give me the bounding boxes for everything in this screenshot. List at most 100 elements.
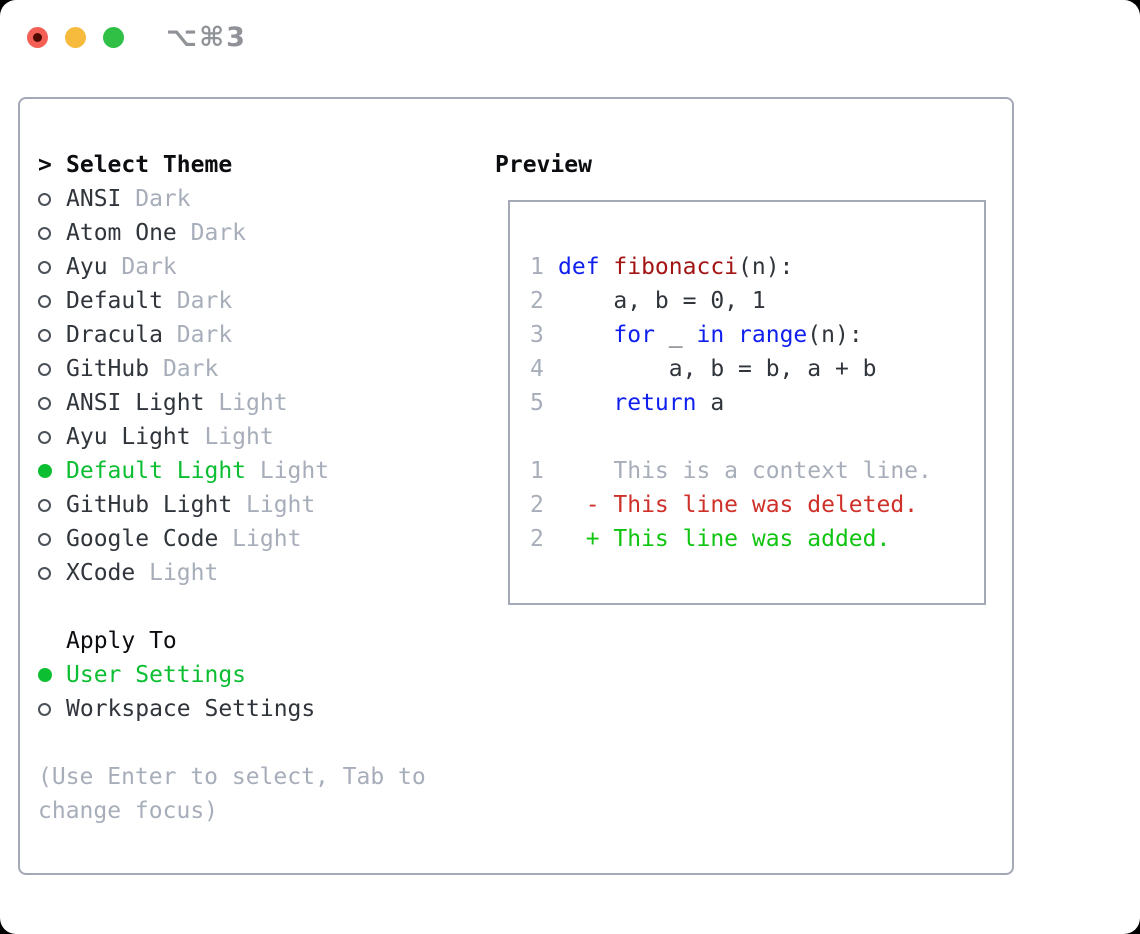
preview-code-line: 2 a, b = 0, 1 — [530, 284, 984, 318]
line-number: 3 — [530, 322, 544, 348]
theme-option-name: XCode — [66, 560, 136, 586]
code-token-fg: a — [696, 390, 725, 416]
radio-unselected-icon — [38, 386, 66, 420]
theme-option-variant: Light — [135, 560, 219, 586]
code-token-del: - This line was deleted. — [558, 492, 919, 518]
preview-code-line: 2 - This line was deleted. — [530, 488, 984, 522]
theme-option-name: GitHub — [66, 356, 150, 382]
line-number: 4 — [530, 356, 544, 382]
code-token-muted: This is a context line. — [558, 458, 932, 484]
radio-unselected-icon — [38, 318, 66, 352]
code-token-fg — [724, 318, 738, 352]
theme-list-header-row: > Select Theme — [38, 148, 426, 182]
zoom-button[interactable] — [103, 27, 124, 48]
preview-code-line: 3 for _ in range(n): — [530, 318, 984, 352]
selection-prompt-icon: > — [38, 152, 52, 178]
line-number: 2 — [530, 288, 544, 314]
preview-blank-line — [530, 420, 984, 454]
help-text: (Use Enter to select, Tab to — [38, 764, 426, 790]
theme-option-name: Ayu Light — [66, 424, 191, 450]
theme-option-dracula[interactable]: Dracula Dark — [38, 318, 426, 352]
radio-unselected-icon — [38, 182, 66, 216]
theme-option-ansi-light[interactable]: ANSI Light Light — [38, 386, 426, 420]
theme-option-name: Dracula — [66, 322, 163, 348]
preview-code-line: 1 def fibonacci(n): — [530, 250, 984, 284]
theme-option-default[interactable]: Default Dark — [38, 284, 426, 318]
theme-option-name: ANSI — [66, 186, 122, 212]
close-button[interactable] — [27, 27, 48, 48]
theme-option-variant: Light — [218, 526, 302, 552]
theme-option-name: Default Light — [66, 458, 247, 484]
theme-option-name: Default — [66, 288, 163, 314]
help-text: change focus) — [38, 798, 219, 824]
apply-option-user-settings[interactable]: User Settings — [38, 658, 426, 692]
preview-code-line: 5 return a — [530, 386, 984, 420]
radio-selected-icon — [38, 658, 66, 692]
code-token-add: + This line was added. — [558, 526, 891, 552]
code-token-kw: range — [738, 322, 808, 348]
apply-to-title: Apply To — [66, 628, 177, 654]
minimize-button[interactable] — [65, 27, 86, 48]
preview-heading: Preview — [495, 152, 592, 178]
preview-code-line: 4 a, b = b, a + b — [530, 352, 984, 386]
theme-option-variant: Dark — [107, 254, 177, 280]
apply-to-header-row: Apply To — [38, 624, 426, 658]
theme-option-ayu[interactable]: Ayu Dark — [38, 250, 426, 284]
preview-code-line: 2 + This line was added. — [530, 522, 984, 556]
theme-option-ansi[interactable]: ANSI Dark — [38, 182, 426, 216]
line-number: 1 — [530, 458, 544, 484]
line-number: 5 — [530, 390, 544, 416]
code-token-kw: for — [613, 322, 655, 348]
close-button-dot-icon — [33, 33, 42, 42]
theme-option-variant: Light — [190, 424, 274, 450]
spacer-row — [38, 590, 426, 624]
help-text-line: (Use Enter to select, Tab to — [38, 760, 426, 794]
theme-option-variant: Dark — [176, 220, 247, 246]
radio-unselected-icon — [38, 352, 66, 386]
theme-option-github-light[interactable]: GitHub Light Light — [38, 488, 426, 522]
radio-unselected-icon — [38, 556, 66, 590]
theme-list-title: Select Theme — [66, 152, 233, 178]
radio-unselected-icon — [38, 420, 66, 454]
apply-option-name: Workspace Settings — [66, 696, 316, 722]
window-title: ⌥⌘3 — [166, 21, 247, 53]
theme-option-variant: Light — [232, 492, 316, 518]
theme-option-atom-one[interactable]: Atom One Dark — [38, 216, 426, 250]
theme-option-xcode[interactable]: XCode Light — [38, 556, 426, 590]
theme-option-default-light[interactable]: Default Light Light — [38, 454, 426, 488]
radio-unselected-icon — [38, 692, 66, 726]
theme-option-name: Google Code — [66, 526, 219, 552]
line-number: 2 — [530, 526, 544, 552]
theme-option-github[interactable]: GitHub Dark — [38, 352, 426, 386]
theme-option-name: Ayu — [66, 254, 108, 280]
code-token-kw: def — [558, 254, 614, 280]
preview-code-line: 1 This is a context line. — [530, 454, 984, 488]
theme-option-variant: Light — [246, 458, 330, 484]
code-token-fn: fibonacci — [613, 254, 739, 280]
theme-option-ayu-light[interactable]: Ayu Light Light — [38, 420, 426, 454]
radio-unselected-icon — [38, 216, 66, 250]
radio-selected-icon — [38, 454, 66, 488]
code-token-fg — [558, 318, 613, 352]
theme-option-variant: Dark — [162, 322, 233, 348]
code-token-fg: a, b = b, a + b — [558, 356, 877, 382]
spacer-row — [38, 726, 426, 760]
radio-unselected-icon — [38, 284, 66, 318]
code-token-fg — [558, 386, 613, 420]
apply-option-workspace-settings[interactable]: Workspace Settings — [38, 692, 426, 726]
help-text-line: change focus) — [38, 794, 426, 828]
line-number: 2 — [530, 492, 544, 518]
radio-unselected-icon — [38, 250, 66, 284]
code-token-kw: return — [613, 390, 697, 416]
code-token-fg: (n): — [738, 254, 794, 280]
apply-option-name: User Settings — [66, 662, 247, 688]
code-token-kw: in — [696, 322, 725, 348]
code-token-fg: _ — [654, 322, 697, 348]
theme-option-google-code[interactable]: Google Code Light — [38, 522, 426, 556]
theme-option-variant: Light — [204, 390, 288, 416]
line-number: 1 — [530, 254, 544, 280]
